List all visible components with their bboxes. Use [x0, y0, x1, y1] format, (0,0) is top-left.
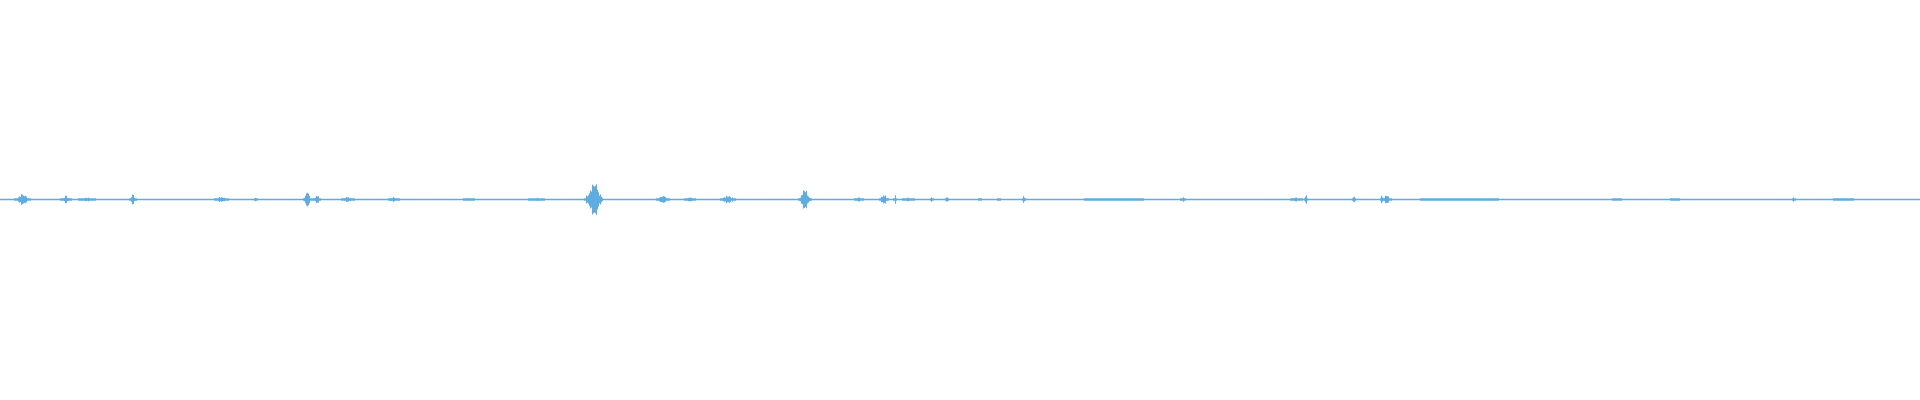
waveform-burst: [214, 197, 229, 202]
waveform-burst: [1670, 198, 1680, 201]
waveform-burst: [656, 196, 670, 203]
waveform-burst: [60, 195, 72, 204]
waveform-burst: [1304, 195, 1308, 204]
waveform-burst: [902, 197, 915, 202]
waveform-burst: [1833, 198, 1854, 201]
waveform-burst: [1084, 198, 1144, 201]
waveform-burst: [893, 195, 897, 204]
waveform-burst: [798, 190, 812, 209]
waveform-burst: [978, 198, 982, 201]
waveform-burst: [945, 197, 949, 202]
waveform-burst: [341, 197, 355, 202]
waveform-burst: [1022, 196, 1026, 203]
waveform-burst: [254, 197, 258, 202]
waveform-burst: [528, 197, 545, 202]
waveform-burst: [303, 192, 313, 207]
waveform-burst: [14, 194, 31, 205]
waveform-burst: [1612, 198, 1622, 201]
waveform-burst: [1420, 198, 1499, 201]
waveform-burst: [129, 194, 137, 205]
waveform-burst: [930, 197, 934, 202]
waveform-burst: [463, 198, 475, 201]
waveform-burst: [584, 184, 603, 215]
waveform-burst: [388, 196, 400, 203]
waveform-burst: [854, 197, 864, 202]
waveform-bursts: [14, 184, 1854, 215]
waveform-burst: [78, 197, 96, 202]
waveform-burst: [1792, 197, 1796, 202]
waveform-burst: [720, 195, 736, 204]
waveform-burst: [997, 198, 1001, 201]
waveform-burst: [1180, 197, 1186, 202]
waveform-burst: [1352, 196, 1356, 203]
waveform-burst: [1290, 197, 1303, 202]
waveform-burst: [684, 197, 696, 202]
waveform-burst: [1380, 195, 1384, 204]
waveform-burst: [1382, 195, 1392, 204]
waveform-burst: [884, 195, 888, 204]
waveform-burst: [313, 195, 321, 204]
